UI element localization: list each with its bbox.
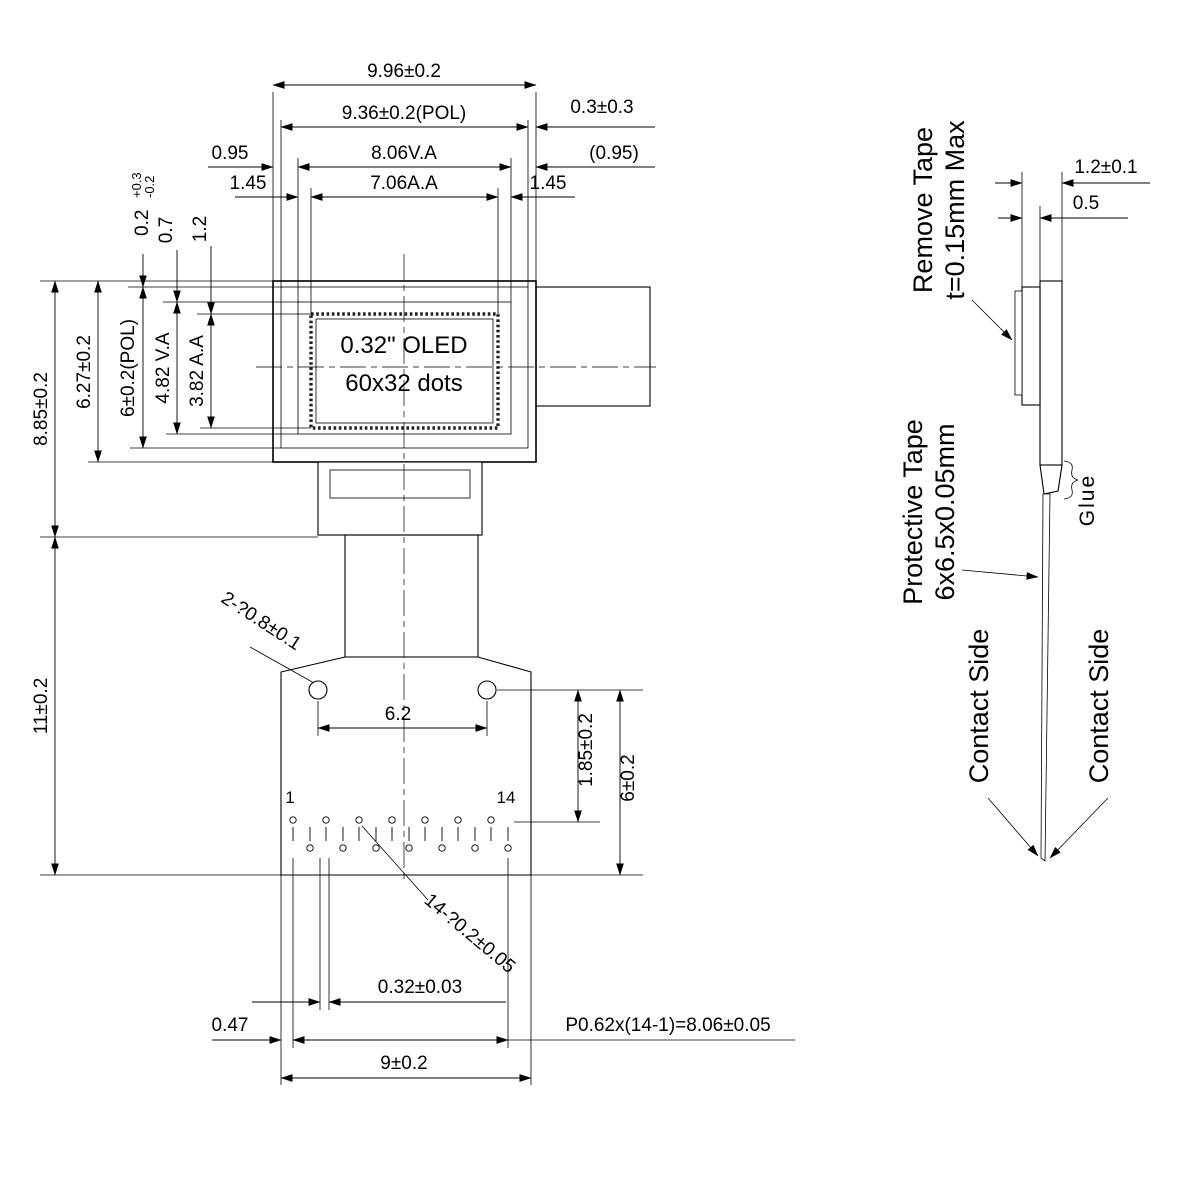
remove-tape-leader [971, 299, 1013, 341]
dim-va-left-offset: 0.95 [212, 143, 249, 164]
side-glass [1039, 280, 1063, 466]
contact-side-leader-left [987, 797, 1039, 857]
side-remove-tape-film [1014, 290, 1023, 396]
dim-hole-pitch: 6.2 [385, 704, 411, 725]
dim-aa-right-offset: 1.45 [530, 173, 567, 194]
dim-pol-width: 9.36±0.2(POL) [342, 103, 467, 124]
dim-pin-holes: 14-?0.2±0.05 [420, 890, 519, 978]
tape-hatched-area [535, 286, 651, 407]
side-fpc-blade [1040, 493, 1051, 862]
dim-pol-top-value: 0.2 [132, 210, 153, 236]
viewing-area-outline [297, 301, 512, 435]
protective-tape-label-line1: Protective Tape [898, 419, 928, 605]
side-glue-block [1039, 464, 1063, 495]
dim-va-width: 8.06V.A [371, 143, 437, 164]
remove-tape-label-line2: t=0.15mm Max [940, 120, 970, 300]
dim-glass-height: 8.85±0.2 [31, 372, 52, 446]
dim-pol-top-offset: 0.2 +0.3 -0.2 [129, 172, 157, 236]
dim-pin-area-height: 6±0.2 [618, 754, 639, 801]
dim-pol-height: 6±0.2(POL) [118, 319, 139, 417]
connector-inner-window [329, 469, 471, 499]
pin-number-last: 14 [497, 788, 516, 807]
dim-mounting-holes: 2-?0.8±0.1 [217, 588, 305, 655]
pin-contacts [289, 816, 512, 852]
dim-va-right-offset: (0.95) [589, 143, 639, 164]
dim-pin-margin: 0.47 [212, 1015, 249, 1036]
dim-pin-row-offset: 1.85±0.2 [576, 713, 597, 787]
connector-block [317, 461, 483, 536]
contact-side-label-right: Contact Side [1084, 629, 1114, 784]
dim-pin-width: 0.32±0.03 [378, 977, 462, 998]
glass-outline [272, 280, 537, 463]
dim-fpc-height: 11±0.2 [31, 678, 52, 735]
dim-aa-width: 7.06A.A [370, 173, 438, 194]
dim-fpc-width: 9±0.2 [380, 1053, 427, 1074]
protective-tape-label-line2: 6x6.5x0.05mm [930, 423, 960, 600]
glue-brace [1063, 460, 1079, 500]
top-dimensions: 9.96±0.2 9.36±0.2(POL) 0.3±0.3 0.95 8.06… [208, 61, 655, 314]
fpc-strip-hatched [344, 534, 479, 658]
dim-total-thickness: 1.2±0.1 [1074, 157, 1137, 178]
remove-tape-label-line1: Remove Tape [908, 127, 938, 293]
side-view: 1.2±0.1 0.5 Remove Tape t=0.15mm Max Pro… [898, 120, 1150, 862]
glue-label: Glue [1076, 474, 1099, 526]
front-view-module: 0.32" OLED 60x32 dots 1 14 [256, 254, 656, 882]
dim-aa-height: 3.82 A.A [187, 335, 208, 407]
dim-total-width: 9.96±0.2 [367, 61, 441, 82]
dim-pol-top-minus: -0.2 [142, 176, 157, 198]
dim-aa-top-offset: 1.2 [190, 216, 211, 242]
top-left-offset-dimensions: 0.2 +0.3 -0.2 0.7 1.2 [128, 172, 313, 315]
side-protective-tape [1021, 286, 1041, 406]
dim-display-height: 6.27±0.2 [74, 335, 95, 409]
hole-leader-line [249, 646, 315, 684]
protective-tape-leader [961, 569, 1039, 580]
dim-pol-top-plus: +0.3 [129, 172, 144, 198]
active-area-inner [315, 318, 494, 424]
mounting-hole-right [477, 680, 497, 700]
dim-pin-pitch-formula: P0.62x(14-1)=8.06±0.05 [565, 1015, 770, 1036]
dim-va-top-offset: 0.7 [156, 217, 177, 243]
contact-side-label-left: Contact Side [964, 629, 994, 784]
pin-hole-leader-line [361, 825, 429, 901]
polarizer-outline [280, 286, 529, 449]
dim-va-height: 4.82 V.A [153, 332, 174, 403]
mounting-hole-left [308, 680, 328, 700]
left-dimensions: 8.85±0.2 6.27±0.2 6±0.2(POL) 4.82 V.A 3.… [31, 280, 318, 876]
contact-side-leader-right [1049, 797, 1109, 859]
dim-pol-right-offset: 0.3±0.3 [570, 97, 633, 118]
dim-aa-left-offset: 1.45 [230, 173, 267, 194]
dim-tape-thickness: 0.5 [1073, 193, 1099, 214]
pin-number-first: 1 [285, 788, 294, 807]
